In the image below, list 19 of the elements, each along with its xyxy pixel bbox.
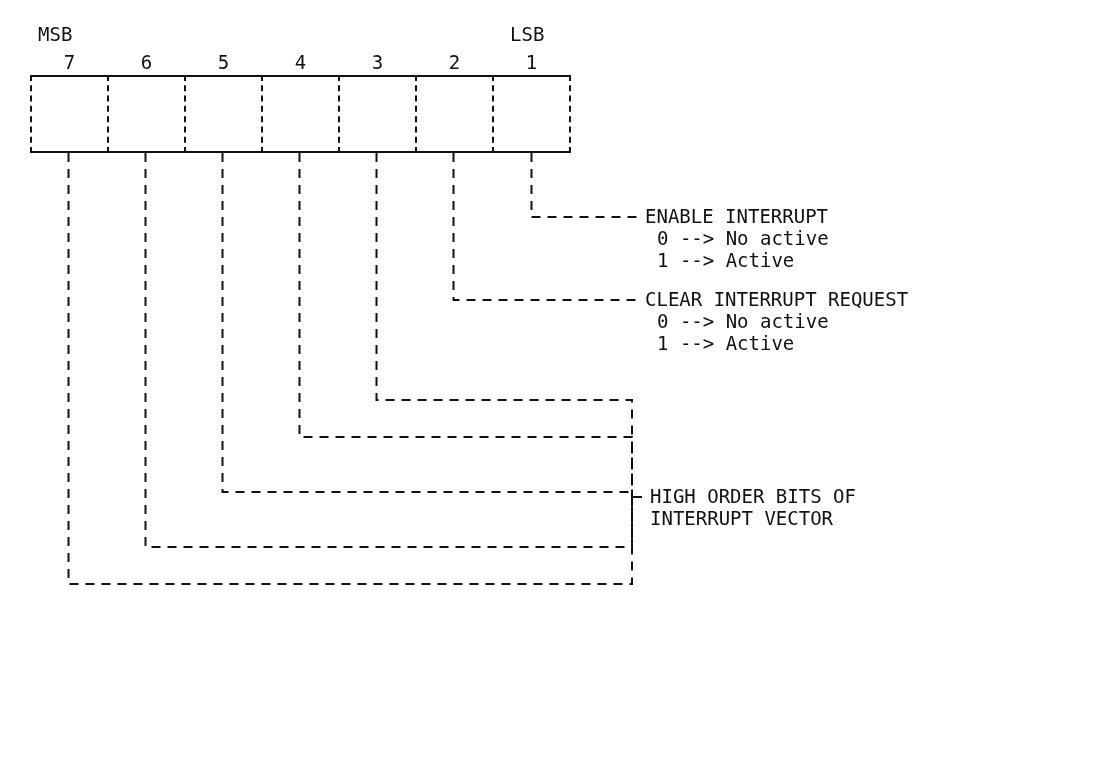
value-description: 0 --> No active bbox=[656, 310, 830, 332]
bit-order-label: LSB bbox=[510, 23, 545, 45]
bit-number: 7 bbox=[62, 51, 77, 73]
bit-number: 2 bbox=[447, 51, 462, 73]
value-description: 0 --> No active bbox=[656, 227, 830, 249]
value-description: 1 --> Active bbox=[656, 249, 796, 271]
bit-number: 3 bbox=[370, 51, 385, 73]
bit-number: 5 bbox=[216, 51, 231, 73]
connector-line bbox=[67, 152, 643, 585]
field-name: HIGH ORDER BITS OF INTERRUPT VECTOR bbox=[650, 485, 857, 529]
connector-line bbox=[452, 152, 638, 301]
bit-number: 6 bbox=[139, 51, 154, 73]
bit-order-label: MSB bbox=[38, 23, 73, 45]
field-name: CLEAR INTERRUPT REQUEST bbox=[645, 288, 910, 310]
bit-number: 1 bbox=[524, 51, 539, 73]
value-description: 1 --> Active bbox=[656, 332, 796, 354]
bit-number: 4 bbox=[293, 51, 308, 73]
connector-line bbox=[530, 152, 638, 218]
field-name: ENABLE INTERRUPT bbox=[645, 205, 830, 227]
